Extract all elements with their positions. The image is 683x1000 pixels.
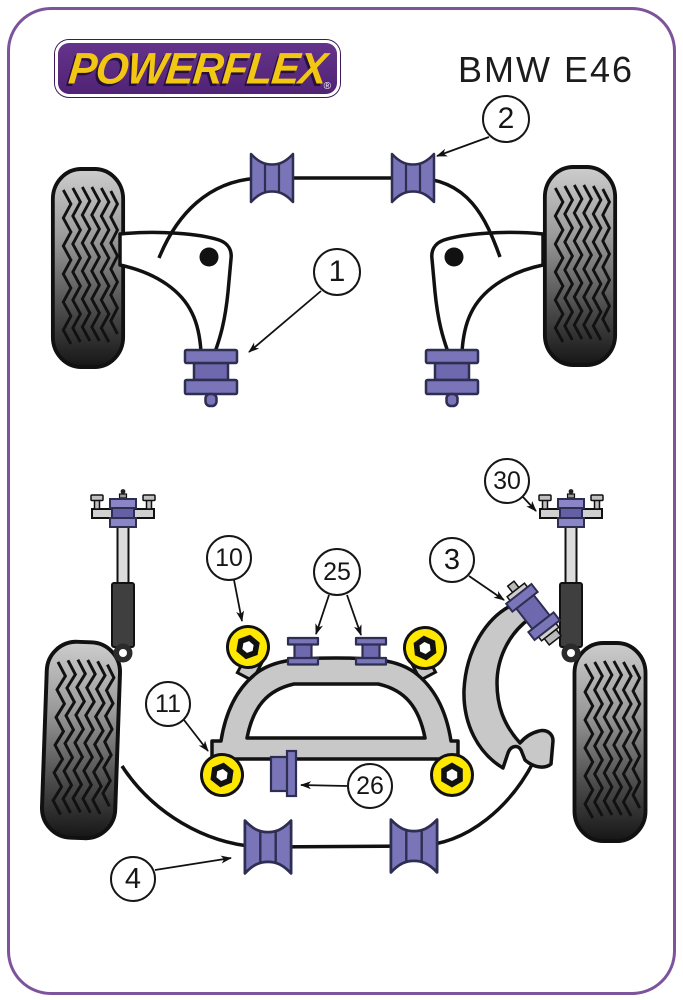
callout-30: 30 <box>484 458 530 504</box>
arrow-to-part10 <box>233 579 245 622</box>
arrow-to-part30 <box>522 496 537 512</box>
arrow-to-part26 <box>300 781 348 790</box>
subframe-bush-front-left <box>222 621 274 673</box>
arrow-to-part3 <box>468 575 505 601</box>
rear-arb-bush-left <box>243 819 293 875</box>
rear-left-shock-with-top-mount <box>90 488 156 664</box>
arrow-to-part2 <box>436 136 490 157</box>
front-right-tire <box>542 165 618 367</box>
arrow-to-part11 <box>183 719 209 752</box>
callout-25: 25 <box>313 548 361 596</box>
arrow-to-part4 <box>154 855 232 871</box>
subframe-top-bush-part25-left <box>286 636 320 666</box>
front-left-control-arm <box>118 230 233 354</box>
callout-1: 1 <box>313 248 361 296</box>
rear-trailing-arm-bush-part3 <box>504 580 563 647</box>
subframe-top-bush-part25-right <box>354 636 388 666</box>
rear-arb-bush-right <box>389 818 439 874</box>
callout-10: 10 <box>206 535 252 581</box>
callout-2: 2 <box>482 95 530 143</box>
arrow-to-part25-left <box>315 594 330 635</box>
diff-mount-bush-part26 <box>269 749 298 798</box>
ball-joint-dot <box>444 247 464 267</box>
rear-subframe <box>210 656 460 761</box>
subframe-bush-rear-right <box>430 753 474 797</box>
rear-suspension-diagram <box>38 488 648 875</box>
front-arm-bush-left-part1 <box>183 348 239 408</box>
callout-3: 3 <box>429 537 475 583</box>
rear-anti-roll-bar <box>120 756 538 849</box>
callout-arrows <box>154 136 537 871</box>
front-arb-bush-right <box>390 152 436 204</box>
model-title: BMW E46 <box>458 49 635 90</box>
front-suspension-diagram <box>50 152 618 408</box>
arrow-to-part1 <box>248 290 322 353</box>
rear-right-tire <box>572 641 648 843</box>
front-arm-bush-right-part1 <box>424 348 480 408</box>
callout-4: 4 <box>110 856 156 902</box>
subframe-bush-front-right <box>400 623 450 673</box>
ball-joint-dot <box>199 247 219 267</box>
callout-11: 11 <box>145 681 191 727</box>
front-arb-bush-left <box>249 152 295 204</box>
front-right-control-arm <box>430 230 545 354</box>
callout-26: 26 <box>347 763 393 809</box>
registered-trademark-icon: ® <box>323 81 331 92</box>
front-left-tire <box>50 167 126 369</box>
arrow-to-part25-right <box>346 594 362 636</box>
rear-left-tire <box>38 638 124 842</box>
powerflex-logo: POWERFLEX ® <box>55 40 340 97</box>
